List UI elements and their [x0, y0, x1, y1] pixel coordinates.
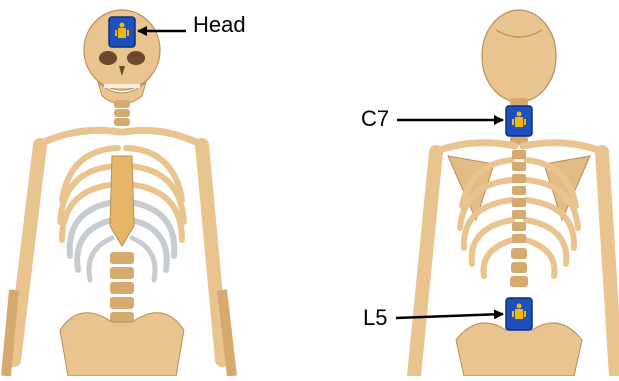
label-head: Head: [193, 14, 246, 36]
front-right-clavicle: [124, 130, 196, 142]
label-c7: C7: [361, 108, 389, 130]
sensor-l5: [506, 298, 532, 330]
front-left-humerus: [14, 145, 40, 360]
back-right-humerus: [602, 152, 616, 376]
front-left-clavicle: [44, 130, 120, 142]
front-skeleton: [6, 10, 232, 376]
sensor-head: [109, 17, 135, 47]
back-skull: [482, 10, 556, 102]
arrow-l5: [396, 314, 503, 318]
back-pelvis: [456, 323, 582, 376]
front-lumbar-spine: [110, 252, 134, 324]
front-pelvis: [60, 313, 184, 376]
label-l5: L5: [363, 307, 387, 329]
back-left-humerus: [414, 152, 436, 376]
sensor-c7: [506, 106, 532, 136]
front-cervical-spine: [114, 100, 130, 126]
front-sternum: [110, 156, 134, 246]
front-right-humerus: [202, 145, 222, 360]
